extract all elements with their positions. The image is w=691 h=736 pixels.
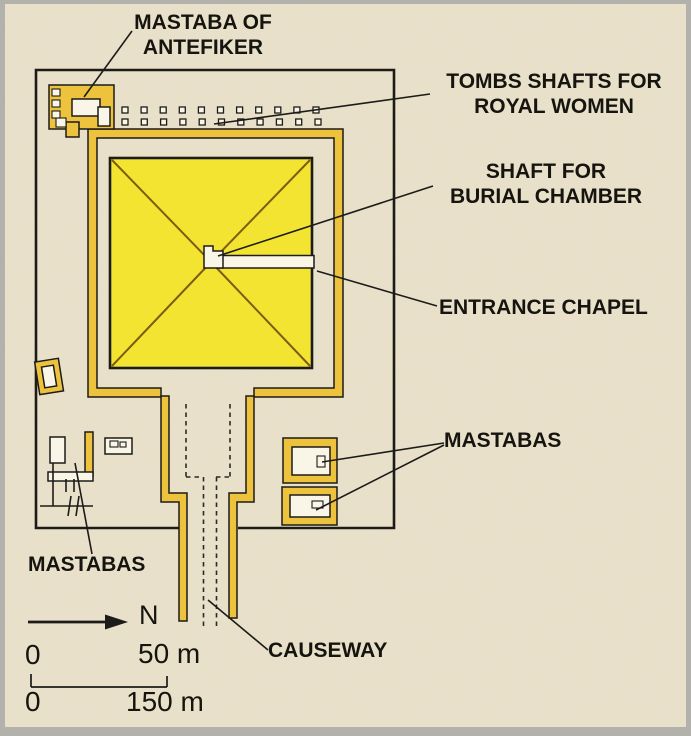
- tomb-shaft-dot: [159, 118, 168, 126]
- scale-lower-start: 0: [25, 686, 41, 717]
- burial-shaft-marker: [203, 245, 224, 269]
- tomb-shaft-dot: [198, 118, 206, 126]
- label-mastabas-east: MASTABAS: [444, 429, 562, 452]
- outer-enclosure-wall: [34, 68, 396, 530]
- label-entrance-chapel: ENTRANCE CHAPEL: [439, 296, 648, 319]
- mastabas-southwest-cluster: [40, 431, 133, 517]
- label-mastabas-west: MASTABAS: [28, 553, 146, 576]
- tomb-shaft-dot: [121, 118, 129, 126]
- scale-lower-end: 150 m: [126, 686, 204, 717]
- leader-mastaba-antefiker: [83, 30, 133, 98]
- tomb-shaft-dot: [314, 118, 322, 126]
- tomb-shaft-dot: [178, 106, 186, 114]
- entrance-chapel-corridor: [216, 254, 315, 269]
- leader-lines: [74, 30, 445, 651]
- leader-mastabas-west: [74, 462, 93, 555]
- leader-tomb-shafts: [213, 93, 431, 125]
- label-causeway: CAUSEWAY: [268, 639, 388, 662]
- tomb-shaft-dot: [197, 106, 206, 114]
- tomb-shaft-dot: [121, 106, 129, 114]
- tomb-shaft-dot: [159, 106, 167, 114]
- tomb-shaft-dot: [274, 106, 282, 114]
- north-arrow: [28, 614, 128, 630]
- mastaba-of-antefiker-structure: [48, 84, 115, 138]
- tomb-shaft-dot: [295, 118, 303, 126]
- scale-bar: [30, 674, 168, 688]
- scale-upper-start: 0: [25, 639, 41, 670]
- leader-causeway: [207, 599, 269, 651]
- pyramid: [108, 156, 315, 370]
- label-burial-shaft-line1: SHAFT FOR: [485, 160, 607, 183]
- tomb-shaft-dot: [216, 106, 225, 114]
- tomb-shaft-dot: [140, 118, 148, 126]
- label-burial-shaft: SHAFT FOR BURIAL CHAMBER: [416, 159, 676, 209]
- leader-mastabas-east-1: [321, 442, 445, 463]
- tomb-shaft-dot: [140, 106, 148, 114]
- label-tomb-shafts: TOMBS SHAFTS FOR ROYAL WOMEN: [424, 69, 684, 119]
- tomb-shaft-dot: [235, 106, 244, 114]
- small-structure-west: [33, 357, 65, 396]
- tomb-shaft-dot: [256, 118, 264, 126]
- leader-entrance-chapel: [316, 270, 438, 307]
- label-tomb-shafts-line1: TOMBS SHAFTS FOR: [446, 70, 662, 93]
- label-mastaba-of-antefiker-line2: ANTEFIKER: [142, 36, 264, 59]
- label-burial-shaft-line2: BURIAL CHAMBER: [449, 185, 643, 208]
- causeway-dashed-path: [185, 404, 231, 628]
- label-tomb-shafts-line2: ROYAL WOMEN: [474, 95, 634, 118]
- tomb-shaft-dot: [255, 106, 263, 114]
- tomb-shaft-dot: [275, 118, 284, 126]
- label-mastaba-of-antefiker: MASTABA OF ANTEFIKER: [103, 10, 303, 60]
- leader-mastabas-east-2: [315, 444, 445, 511]
- leader-burial-shaft: [217, 185, 434, 257]
- scale-upper-end: 50 m: [138, 638, 201, 669]
- tomb-shaft-dot: [179, 118, 187, 126]
- tomb-shaft-dot: [237, 118, 245, 126]
- mastabas-southeast: [281, 437, 338, 526]
- label-mastaba-of-antefiker-line1: MASTABA OF: [134, 11, 272, 34]
- label-north: N: [139, 600, 159, 630]
